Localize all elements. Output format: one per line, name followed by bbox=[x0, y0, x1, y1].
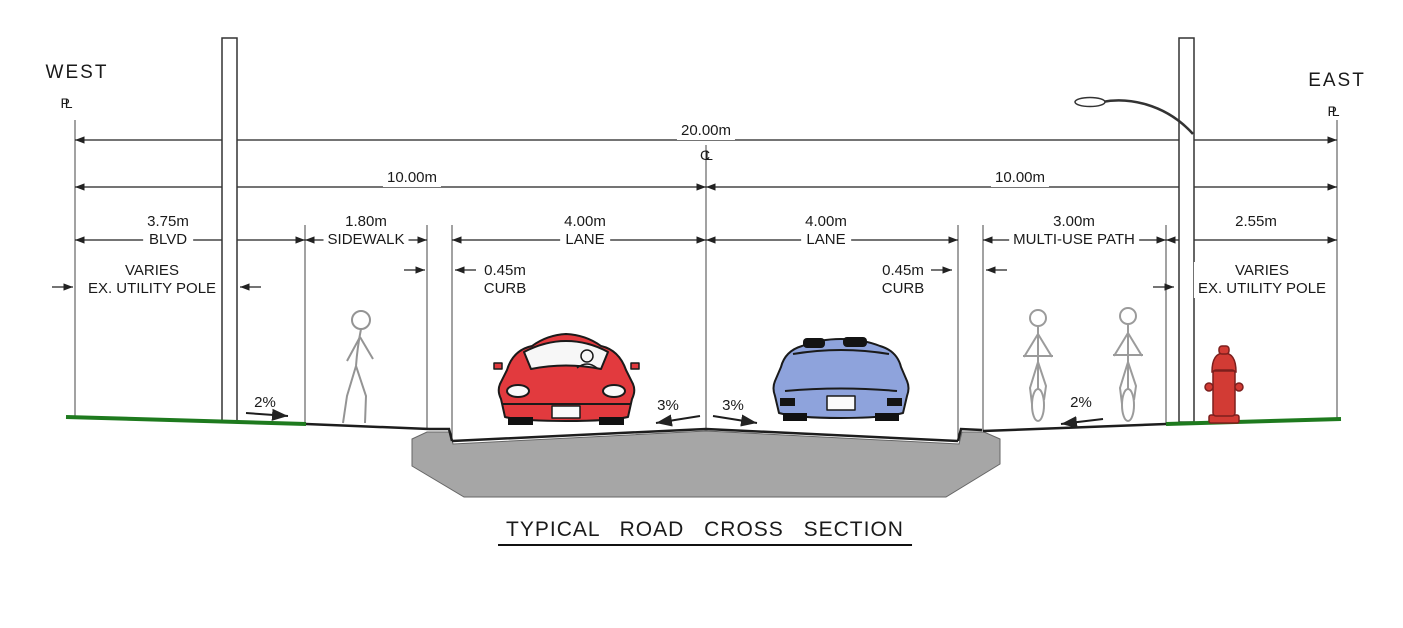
slope-arrow-lane-right bbox=[712, 414, 758, 427]
car-rear-body bbox=[772, 338, 910, 419]
dim-curb-left-value: 0.45m bbox=[484, 262, 526, 279]
dim-curb-left: 0.45m CURB bbox=[479, 262, 531, 298]
property-line-symbol-east: PL bbox=[1327, 103, 1339, 119]
rear-wheel-right bbox=[875, 413, 899, 421]
dim-curb-right-name: CURB bbox=[881, 280, 925, 297]
driver-head bbox=[580, 349, 594, 363]
road-surface bbox=[429, 427, 983, 443]
dim-pole-west-name: EX. UTILITY POLE bbox=[87, 280, 217, 297]
dim-sidewalk-value: 1.80m bbox=[345, 213, 387, 230]
east-label: EAST bbox=[1308, 70, 1366, 91]
rear-license-plate bbox=[826, 395, 856, 411]
headlight-right bbox=[602, 384, 626, 398]
dim-pole-east-name: EX. UTILITY POLE bbox=[1197, 280, 1327, 297]
driver-shoulders bbox=[576, 363, 598, 369]
west-label: WEST bbox=[45, 62, 109, 83]
car-rear bbox=[772, 337, 910, 421]
cyclist-figure-2 bbox=[1113, 307, 1143, 422]
dim-lane-right-value: 4.00m bbox=[805, 213, 847, 230]
dim-blvd-name: BLVD bbox=[148, 231, 188, 248]
dimension-lines bbox=[52, 136, 1337, 291]
mirror-right bbox=[630, 362, 640, 370]
taillight-right bbox=[887, 398, 902, 406]
rear-deck-line bbox=[792, 349, 890, 355]
dim-mup-value: 3.00m bbox=[1053, 213, 1095, 230]
front-wheel-left bbox=[508, 417, 533, 425]
grass-east-line bbox=[1165, 417, 1342, 426]
slope-label-east: 2% bbox=[1070, 394, 1092, 411]
dim-curb-right-value: 0.45m bbox=[882, 262, 924, 279]
roadbase bbox=[411, 430, 1001, 498]
sidewalk-line bbox=[305, 422, 430, 431]
extension-lines bbox=[74, 120, 1338, 441]
slope-arrow-lane-left bbox=[655, 414, 701, 427]
dim-lane-left-value: 4.00m bbox=[564, 213, 606, 230]
grass-west-line bbox=[65, 415, 307, 426]
headlight-left bbox=[506, 384, 530, 398]
rear-wheel-left bbox=[783, 413, 807, 421]
dim-lane-left: 4.00m LANE bbox=[560, 213, 610, 249]
headrest-left bbox=[803, 338, 825, 348]
headrest-right bbox=[843, 337, 867, 347]
dim-overall: 20.00m bbox=[676, 122, 736, 140]
dim-mup-name: MULTI-USE PATH bbox=[1013, 231, 1135, 248]
slope-arrow-west bbox=[245, 408, 289, 421]
slope-label-west: 2% bbox=[254, 394, 276, 411]
drawing-title: TYPICAL ROAD CROSS SECTION bbox=[498, 519, 912, 546]
multiuse-path-line bbox=[982, 422, 1167, 433]
dim-curb-left-name: CURB bbox=[483, 280, 527, 297]
utility-pole-west bbox=[221, 37, 238, 423]
dim-sidewalk: 1.80m SIDEWALK bbox=[323, 213, 409, 249]
taillight-left bbox=[780, 398, 795, 406]
fire-hydrant bbox=[1204, 345, 1244, 424]
front-license-plate bbox=[551, 405, 581, 419]
slope-arrow-east bbox=[1060, 416, 1104, 429]
dim-east-blvd: 2.55m bbox=[1231, 213, 1281, 231]
dim-lane-right: 4.00m LANE bbox=[801, 213, 851, 249]
dim-pole-west-value: VARIES bbox=[125, 262, 179, 279]
mirror-left bbox=[493, 362, 503, 370]
dim-pole-east-value: VARIES bbox=[1235, 262, 1289, 279]
dim-blvd-value: 3.75m bbox=[147, 213, 189, 230]
front-wheel-right bbox=[599, 417, 624, 425]
utility-pole-east bbox=[1178, 37, 1195, 423]
pedestrian-figure bbox=[342, 310, 374, 424]
street-light-arm bbox=[1101, 99, 1194, 135]
slope-label-lane-right: 3% bbox=[722, 397, 744, 414]
dim-curb-right: 0.45m CURB bbox=[877, 262, 929, 298]
dim-lane-right-name: LANE bbox=[806, 231, 846, 248]
slope-label-lane-left: 3% bbox=[657, 397, 679, 414]
car-front bbox=[493, 333, 640, 425]
trunk-line bbox=[784, 387, 898, 392]
cyclist-figure-1 bbox=[1023, 309, 1053, 422]
dim-left-half: 10.00m bbox=[382, 169, 442, 187]
dim-pole-east: VARIES EX. UTILITY POLE bbox=[1193, 262, 1331, 298]
centerline-symbol: CL bbox=[700, 147, 713, 163]
dim-pole-west: VARIES EX. UTILITY POLE bbox=[83, 262, 221, 298]
slope-arrows bbox=[245, 408, 1104, 429]
dim-lane-left-name: LANE bbox=[565, 231, 605, 248]
dim-blvd: 3.75m BLVD bbox=[143, 213, 193, 249]
property-line-symbol-west: PL bbox=[60, 95, 72, 111]
street-light-head bbox=[1074, 96, 1106, 108]
dim-sidewalk-name: SIDEWALK bbox=[327, 231, 405, 248]
dim-right-half: 10.00m bbox=[990, 169, 1050, 187]
dim-multi-use-path: 3.00m MULTI-USE PATH bbox=[1009, 213, 1139, 249]
